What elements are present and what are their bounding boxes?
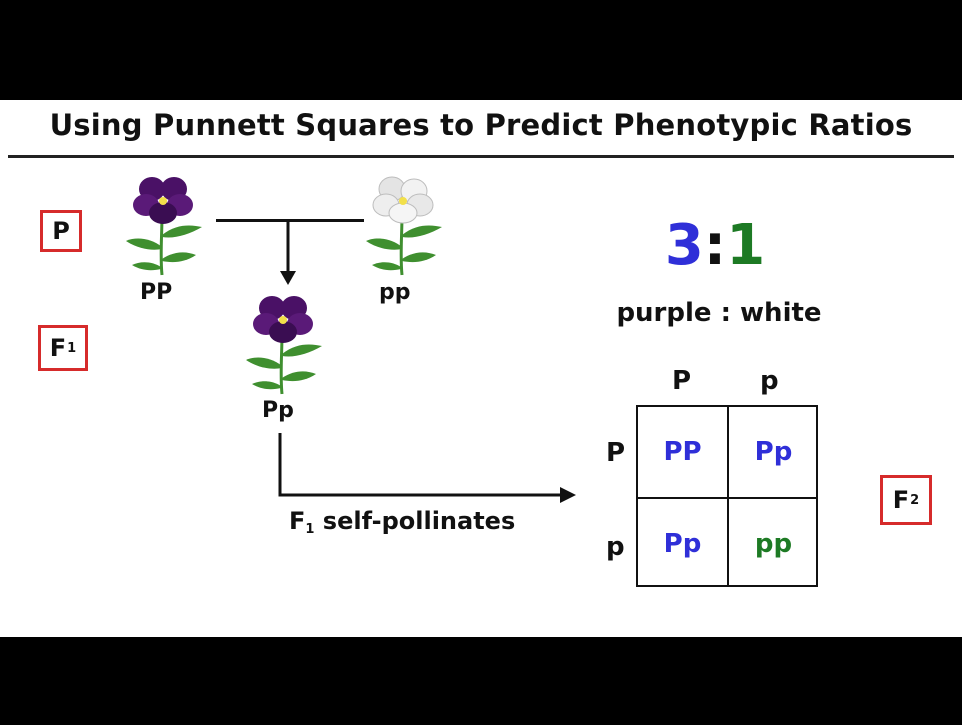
white-flower-icon	[366, 176, 442, 276]
top-gamete: p	[760, 366, 779, 396]
ratio-recessive-count: 1	[726, 213, 766, 278]
purple-flower-icon	[126, 177, 202, 276]
ratio-caption: purple : white	[616, 298, 822, 328]
self-pollinates-text: self-pollinates	[314, 507, 516, 535]
left-gamete: p	[606, 532, 625, 562]
punnett-cell: pp	[754, 528, 793, 559]
phenotypic-ratio: 3:1	[660, 218, 770, 274]
title-underline	[8, 155, 954, 158]
left-gamete: P	[606, 438, 626, 468]
purple-flower-icon	[246, 296, 322, 395]
generation-f2-letter: F	[892, 486, 910, 514]
f1-genotype: Pp	[262, 398, 294, 423]
punnett-square: PP Pp Pp pp	[636, 405, 818, 587]
letterbox-bottom	[0, 637, 962, 725]
white-parent-genotype: pp	[379, 280, 411, 305]
self-pollinates-letter: F	[289, 507, 306, 535]
grid-divider-vertical	[727, 407, 729, 585]
arrow-down-icon	[280, 221, 296, 285]
generation-f1-subscript: 1	[67, 340, 77, 356]
punnett-cell: Pp	[663, 528, 702, 559]
generation-p-label: P	[40, 210, 82, 252]
generation-f1-letter: F	[49, 334, 67, 362]
page-title: Using Punnett Squares to Predict Phenoty…	[49, 108, 913, 142]
cross-line	[216, 219, 364, 222]
generation-p-letter: P	[52, 217, 70, 245]
grid-divider-horizontal	[638, 497, 816, 499]
ratio-colon: :	[703, 213, 727, 278]
arrow-right-icon	[278, 433, 576, 503]
self-pollinates-caption: F1 self-pollinates	[289, 507, 515, 537]
purple-parent-genotype: PP	[140, 280, 173, 305]
letterbox-top	[0, 0, 962, 100]
generation-f2-subscript: 2	[910, 492, 920, 508]
punnett-cell: PP	[663, 436, 702, 467]
top-gamete: P	[672, 366, 692, 396]
punnett-cell: Pp	[754, 436, 793, 467]
ratio-dominant-count: 3	[664, 213, 704, 278]
self-pollinates-subscript: 1	[305, 522, 315, 537]
